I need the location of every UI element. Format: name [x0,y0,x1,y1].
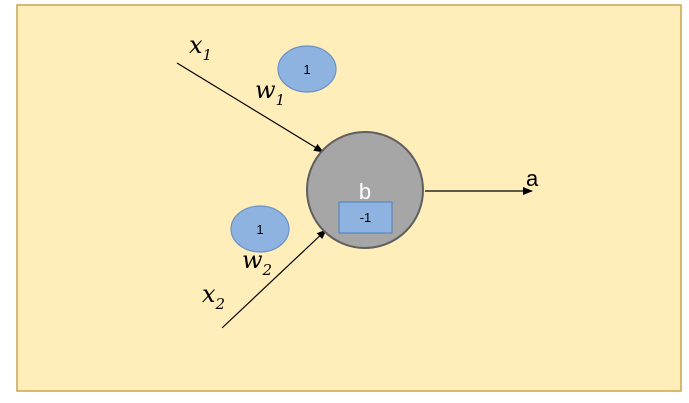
weight-2-value: 1 [256,222,263,237]
input-x2-subscript: 2 [215,295,226,313]
weight-2-bubble [230,205,290,253]
weight-w1-symbol: w [255,76,276,104]
input-arrow-x2 [221,229,327,329]
input-label-x1: x1 [189,31,212,64]
weight-label-w2: w2 [242,246,272,279]
output-label: a [526,166,539,191]
weight-w2-symbol: w [242,246,263,274]
input-label-x2: x2 [202,280,225,313]
input-x2-symbol: x [202,280,216,308]
input-arrow-x1 [176,62,324,153]
weight-w1-subscript: 1 [276,91,286,109]
input-x1-symbol: x [189,31,203,59]
bias-value-box [338,201,393,234]
bias-label: b [359,179,371,204]
neuron-node [306,131,424,249]
weight-label-w1: w1 [255,76,285,109]
bias-value: -1 [360,210,372,225]
weight-w2-subscript: 2 [262,261,273,279]
weight-1-value: 1 [303,62,310,77]
input-x1-subscript: 1 [203,46,213,64]
weight-1-bubble [277,45,337,93]
